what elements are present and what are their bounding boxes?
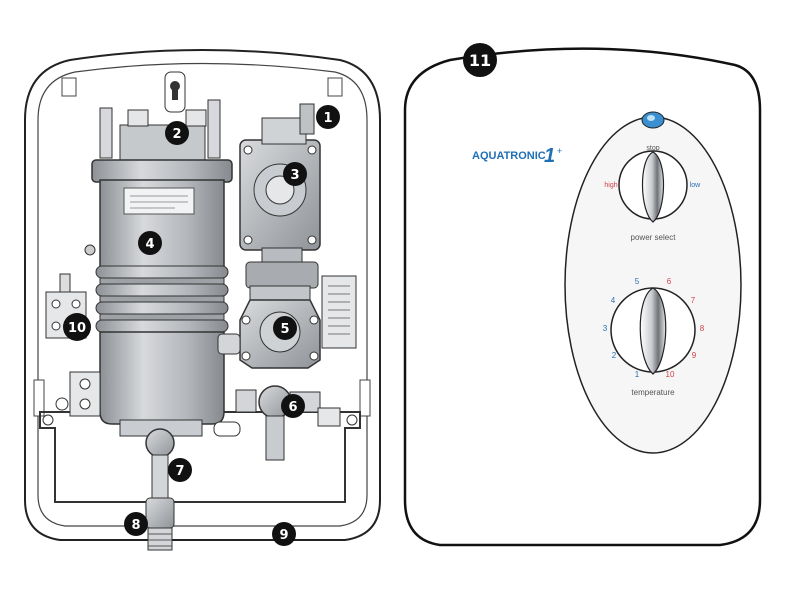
brand-name: AQUATRONIC bbox=[472, 150, 546, 162]
svg-text:3: 3 bbox=[290, 168, 299, 183]
side-slot bbox=[359, 379, 371, 417]
backplate-inner bbox=[37, 62, 368, 527]
svg-text:2: 2 bbox=[172, 127, 181, 142]
callout-2: 2 bbox=[165, 121, 189, 145]
temp-tick: 8 bbox=[700, 324, 705, 333]
heater-label-plate bbox=[123, 187, 195, 215]
temp-tick: 2 bbox=[612, 351, 617, 360]
svg-text:1: 1 bbox=[323, 111, 332, 126]
temperature-ticks: 1 2 3 4 5 6 7 8 9 10 bbox=[603, 277, 705, 379]
power-stop-label: stop bbox=[646, 145, 659, 152]
callout-8: 8 bbox=[124, 512, 148, 536]
callout-9: 9 bbox=[272, 522, 296, 546]
temp-tick: 6 bbox=[667, 277, 672, 286]
temp-tick: 9 bbox=[692, 351, 697, 360]
svg-text:10: 10 bbox=[68, 321, 86, 336]
brand-suffix: 1 bbox=[544, 145, 555, 167]
power-high-label: high bbox=[604, 182, 617, 189]
temp-tick: 5 bbox=[635, 277, 640, 286]
heater-bracket bbox=[99, 99, 221, 161]
power-select-dial[interactable] bbox=[618, 150, 688, 223]
earth-terminal bbox=[55, 397, 69, 411]
temperature-caption: temperature bbox=[631, 388, 675, 397]
temperature-dial[interactable] bbox=[610, 287, 696, 375]
svg-text:7: 7 bbox=[175, 464, 184, 479]
heater-can bbox=[84, 159, 233, 437]
svg-text:8: 8 bbox=[131, 518, 140, 533]
power-select-caption: power select bbox=[631, 233, 677, 242]
inlet-valve bbox=[213, 385, 341, 461]
temp-tick: 7 bbox=[691, 296, 696, 305]
corner-tab bbox=[61, 77, 77, 97]
brand-plus: + bbox=[557, 146, 562, 156]
callout-11: 11 bbox=[463, 43, 497, 77]
svg-text:4: 4 bbox=[145, 237, 154, 252]
temp-tick: 4 bbox=[611, 296, 616, 305]
callout-3: 3 bbox=[283, 162, 307, 186]
callout-10: 10 bbox=[63, 313, 91, 341]
outlet-pipe bbox=[145, 428, 175, 551]
temp-tick: 3 bbox=[603, 324, 608, 333]
front-cover: AQUATRONIC 1 + stop high low power selec… bbox=[403, 47, 762, 547]
temp-tick: 1 bbox=[635, 370, 640, 379]
mounting-rail bbox=[39, 411, 361, 503]
power-low-label: low bbox=[690, 182, 701, 189]
temp-tick: 10 bbox=[666, 370, 675, 379]
callout-6: 6 bbox=[281, 394, 305, 418]
svg-text:6: 6 bbox=[288, 400, 297, 415]
rating-plate bbox=[321, 275, 357, 349]
svg-text:5: 5 bbox=[280, 322, 289, 337]
side-slot bbox=[33, 379, 45, 417]
callout-7: 7 bbox=[168, 458, 192, 482]
callout-1: 1 bbox=[316, 105, 340, 129]
callout-4: 4 bbox=[138, 231, 162, 255]
rating-plate-lines bbox=[328, 285, 350, 335]
callout-5: 5 bbox=[273, 316, 297, 340]
svg-text:11: 11 bbox=[469, 51, 491, 70]
svg-text:9: 9 bbox=[279, 528, 288, 543]
corner-tab bbox=[327, 77, 343, 97]
